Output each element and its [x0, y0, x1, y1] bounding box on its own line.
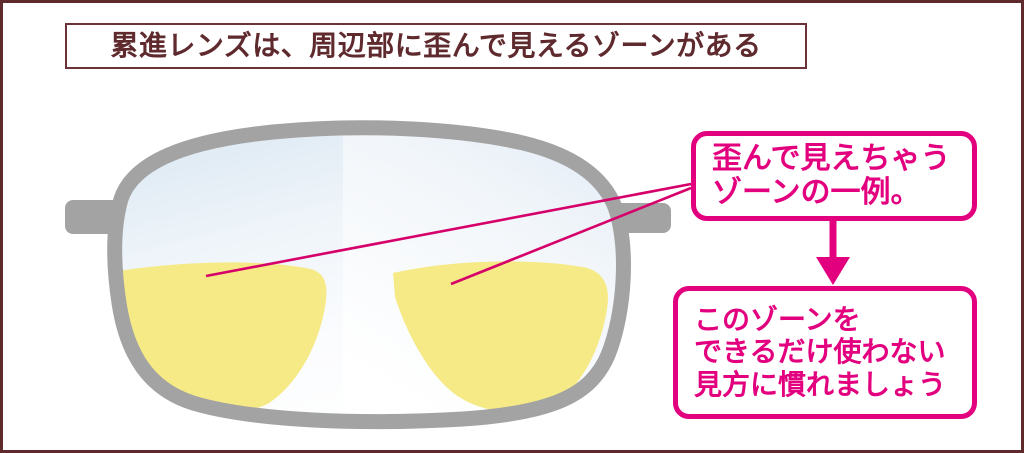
callout-distortion-line-2: ゾーンの一例。	[712, 176, 921, 209]
callout-advice-line-1: このゾーンを	[694, 304, 861, 336]
eyeglass-frame	[107, 120, 631, 430]
callout-advice: このゾーンを できるだけ使わない 見方に慣れましょう	[673, 286, 977, 419]
callout-distortion-line-1: 歪んで見えちゃう	[712, 141, 951, 175]
progressive-lens-surface	[114, 127, 624, 422]
right-distortion-zone	[393, 261, 608, 413]
figure-title-box: 累進レンズは、周辺部に歪んで見えるゾーンがある	[65, 23, 807, 69]
callout-advice-line-3: 見方に慣れましょう	[694, 368, 947, 400]
callout-advice-line-2: できるだけ使わない	[694, 336, 946, 368]
callout-distortion-zone: 歪んで見えちゃう ゾーンの一例。	[691, 131, 977, 221]
page-title: 累進レンズは、周辺部に歪んで見えるゾーンがある	[110, 30, 762, 61]
down-arrow-icon	[816, 219, 850, 285]
eyeglasses-illustration	[63, 103, 683, 433]
left-distortion-zone	[119, 262, 327, 411]
